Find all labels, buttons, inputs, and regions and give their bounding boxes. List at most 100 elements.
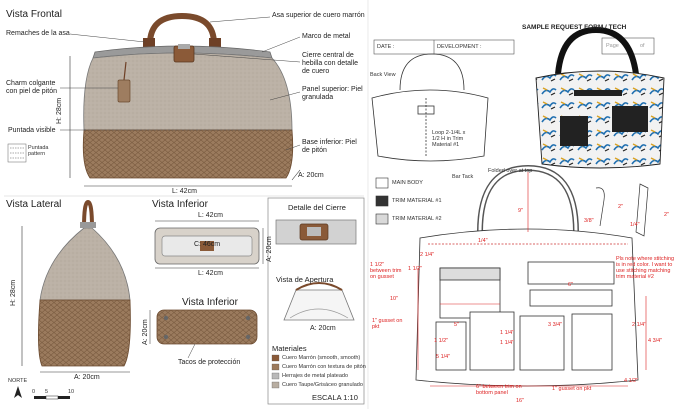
scale-tick-0: 0	[32, 389, 36, 395]
dim-19: 6"	[568, 282, 574, 288]
opening-view	[283, 282, 355, 321]
charm-tag	[117, 79, 131, 103]
closure-detail	[275, 219, 357, 245]
header-box	[373, 39, 515, 55]
bottom-view-bag	[149, 309, 258, 359]
dim-10: 1 1/4"	[500, 330, 515, 336]
dim-3: 1 1/2" between trim on gusset	[370, 262, 402, 280]
label-side-height: H: 28cm	[10, 279, 17, 306]
north-arrow	[14, 386, 22, 398]
scale-bar	[34, 395, 70, 400]
upper-panel	[83, 52, 293, 131]
top-view-bag	[154, 220, 264, 269]
dim-8: 5"	[454, 322, 460, 328]
legend-trim1: TRIM MATERIAL #1	[392, 198, 442, 204]
label-handle-rivets: Remaches de la asa	[6, 30, 70, 37]
front-view-bag	[69, 12, 301, 187]
label-upper-panel: Panel superior: Piel granulada	[302, 86, 363, 101]
stitch-swatch	[7, 143, 27, 163]
dim-2: 2 1/4"	[420, 252, 435, 258]
label-top-length-bottom: L: 42cm	[198, 270, 223, 277]
label-handle: Asa superior de cuero marrón	[272, 12, 365, 19]
bottom-view-title: Vista Inferior	[182, 297, 238, 308]
stitch-note: Pls note where stitching is in red color…	[616, 256, 675, 280]
north-label: NORTE	[8, 378, 28, 384]
dim-12: 3 3/4"	[548, 322, 563, 328]
side-view-title: Vista Lateral	[6, 199, 62, 210]
legend-trim1-swatch	[375, 195, 389, 207]
folded-note: Folded over at top	[488, 168, 533, 174]
material-item-4: Cuero Taupe/Grisáceo granulado	[282, 382, 363, 388]
page-of-label: of	[640, 43, 645, 49]
red-dimension-lines	[417, 172, 647, 387]
label-front-depth: A: 20cm	[298, 172, 324, 179]
strap-dim-1: 3/8"	[584, 218, 594, 224]
label-bottom-depth: A: 20cm	[142, 319, 149, 345]
label-front-height: H: 28cm	[56, 97, 63, 124]
label-front-length: L: 42cm	[172, 188, 197, 195]
development-label: DEVELOPMENT :	[437, 44, 482, 50]
form-title: SAMPLE REQUEST FORM / TECH	[522, 24, 627, 31]
material-swatches	[271, 354, 280, 389]
handle-tab-right	[209, 38, 221, 48]
dim-1: 1/4"	[478, 238, 488, 244]
scale-tick-5: 5	[45, 389, 49, 395]
dim-9: 5 1/4"	[436, 354, 451, 360]
bar-tack-note: Bar Tack	[452, 174, 474, 180]
label-charm: Charm colgante con piel de pitón	[6, 80, 57, 95]
dim-7: 1 1/2"	[434, 338, 449, 344]
detail-panel	[267, 197, 365, 405]
charm-strap	[123, 61, 127, 81]
legend-main-body: MAIN BODY	[392, 180, 423, 186]
back-view-bag	[371, 53, 489, 162]
front-leaders	[60, 16, 301, 151]
label-side-depth: A: 20cm	[74, 374, 100, 381]
material-item-1: Cuero Marrón (smooth, smooth)	[282, 355, 361, 361]
legend-trim2-swatch	[375, 213, 389, 225]
dim-15: 4 1/2"	[624, 378, 639, 384]
strap-details	[595, 183, 649, 237]
printed-bag	[535, 26, 665, 169]
label-top-frame: C: 46cm	[194, 241, 221, 248]
technical-bag	[415, 164, 639, 387]
label-stitching: Puntada visible	[8, 127, 56, 134]
back-view-label: Back View	[370, 72, 396, 78]
label-clasp: Cierre central de hebilla con detalle de…	[302, 52, 359, 75]
dim-handle-drop: 9"	[518, 208, 524, 214]
legend-main-body-swatch	[375, 177, 389, 189]
dim-17: 6" between trim on bottom panel	[476, 384, 522, 396]
dim-18: 1" gusset on pkt	[552, 386, 592, 392]
clasp-buckle	[178, 44, 190, 49]
scale-label: ESCALA 1:10	[312, 393, 358, 402]
front-view-title: Vista Frontal	[6, 9, 62, 20]
opening-view-title: Vista de Apertura	[276, 275, 334, 284]
label-opening-depth: A: 20cm	[310, 325, 336, 332]
legend-trim2: TRIM MATERIAL #2	[392, 216, 442, 222]
dim-11: 1 1/4"	[500, 340, 515, 346]
strap-dim-4: 2"	[664, 212, 670, 218]
scale-tick-10: 10	[68, 389, 75, 395]
label-top-length: L: 42cm	[198, 212, 223, 219]
date-label: DATE :	[377, 44, 395, 50]
dim-16: 16"	[516, 398, 525, 404]
handle	[147, 12, 217, 45]
label-base: Base inferior: Piel de pitón	[302, 139, 357, 154]
label-top-depth: A: 20cm	[266, 236, 273, 262]
label-stitch-pattern: Puntada pattern	[28, 145, 49, 157]
dim-4: 1 1/2"	[408, 266, 423, 272]
material-item-2: Cuero Marrón con textura de pitón	[282, 364, 366, 370]
dim-13: 2 1/4"	[632, 322, 647, 328]
dim-14: 4 3/4"	[648, 338, 663, 344]
strap-dim-3: 1/4"	[630, 222, 640, 228]
loop-note: Loop 2-1/4L x 1/2 H in Trim Material #1	[432, 130, 466, 148]
strap-dim-2: 2"	[618, 204, 624, 210]
label-protective-feet: Tacos de protección	[178, 359, 241, 366]
python-base	[82, 129, 294, 179]
side-view-bag	[21, 199, 131, 373]
dim-5: 10"	[390, 296, 399, 302]
materials-title: Materiales	[272, 344, 307, 353]
depth-dim-line	[291, 169, 301, 181]
material-item-3: Herrajes de metal plateado	[282, 373, 349, 379]
label-frame: Marco de metal	[302, 33, 351, 40]
